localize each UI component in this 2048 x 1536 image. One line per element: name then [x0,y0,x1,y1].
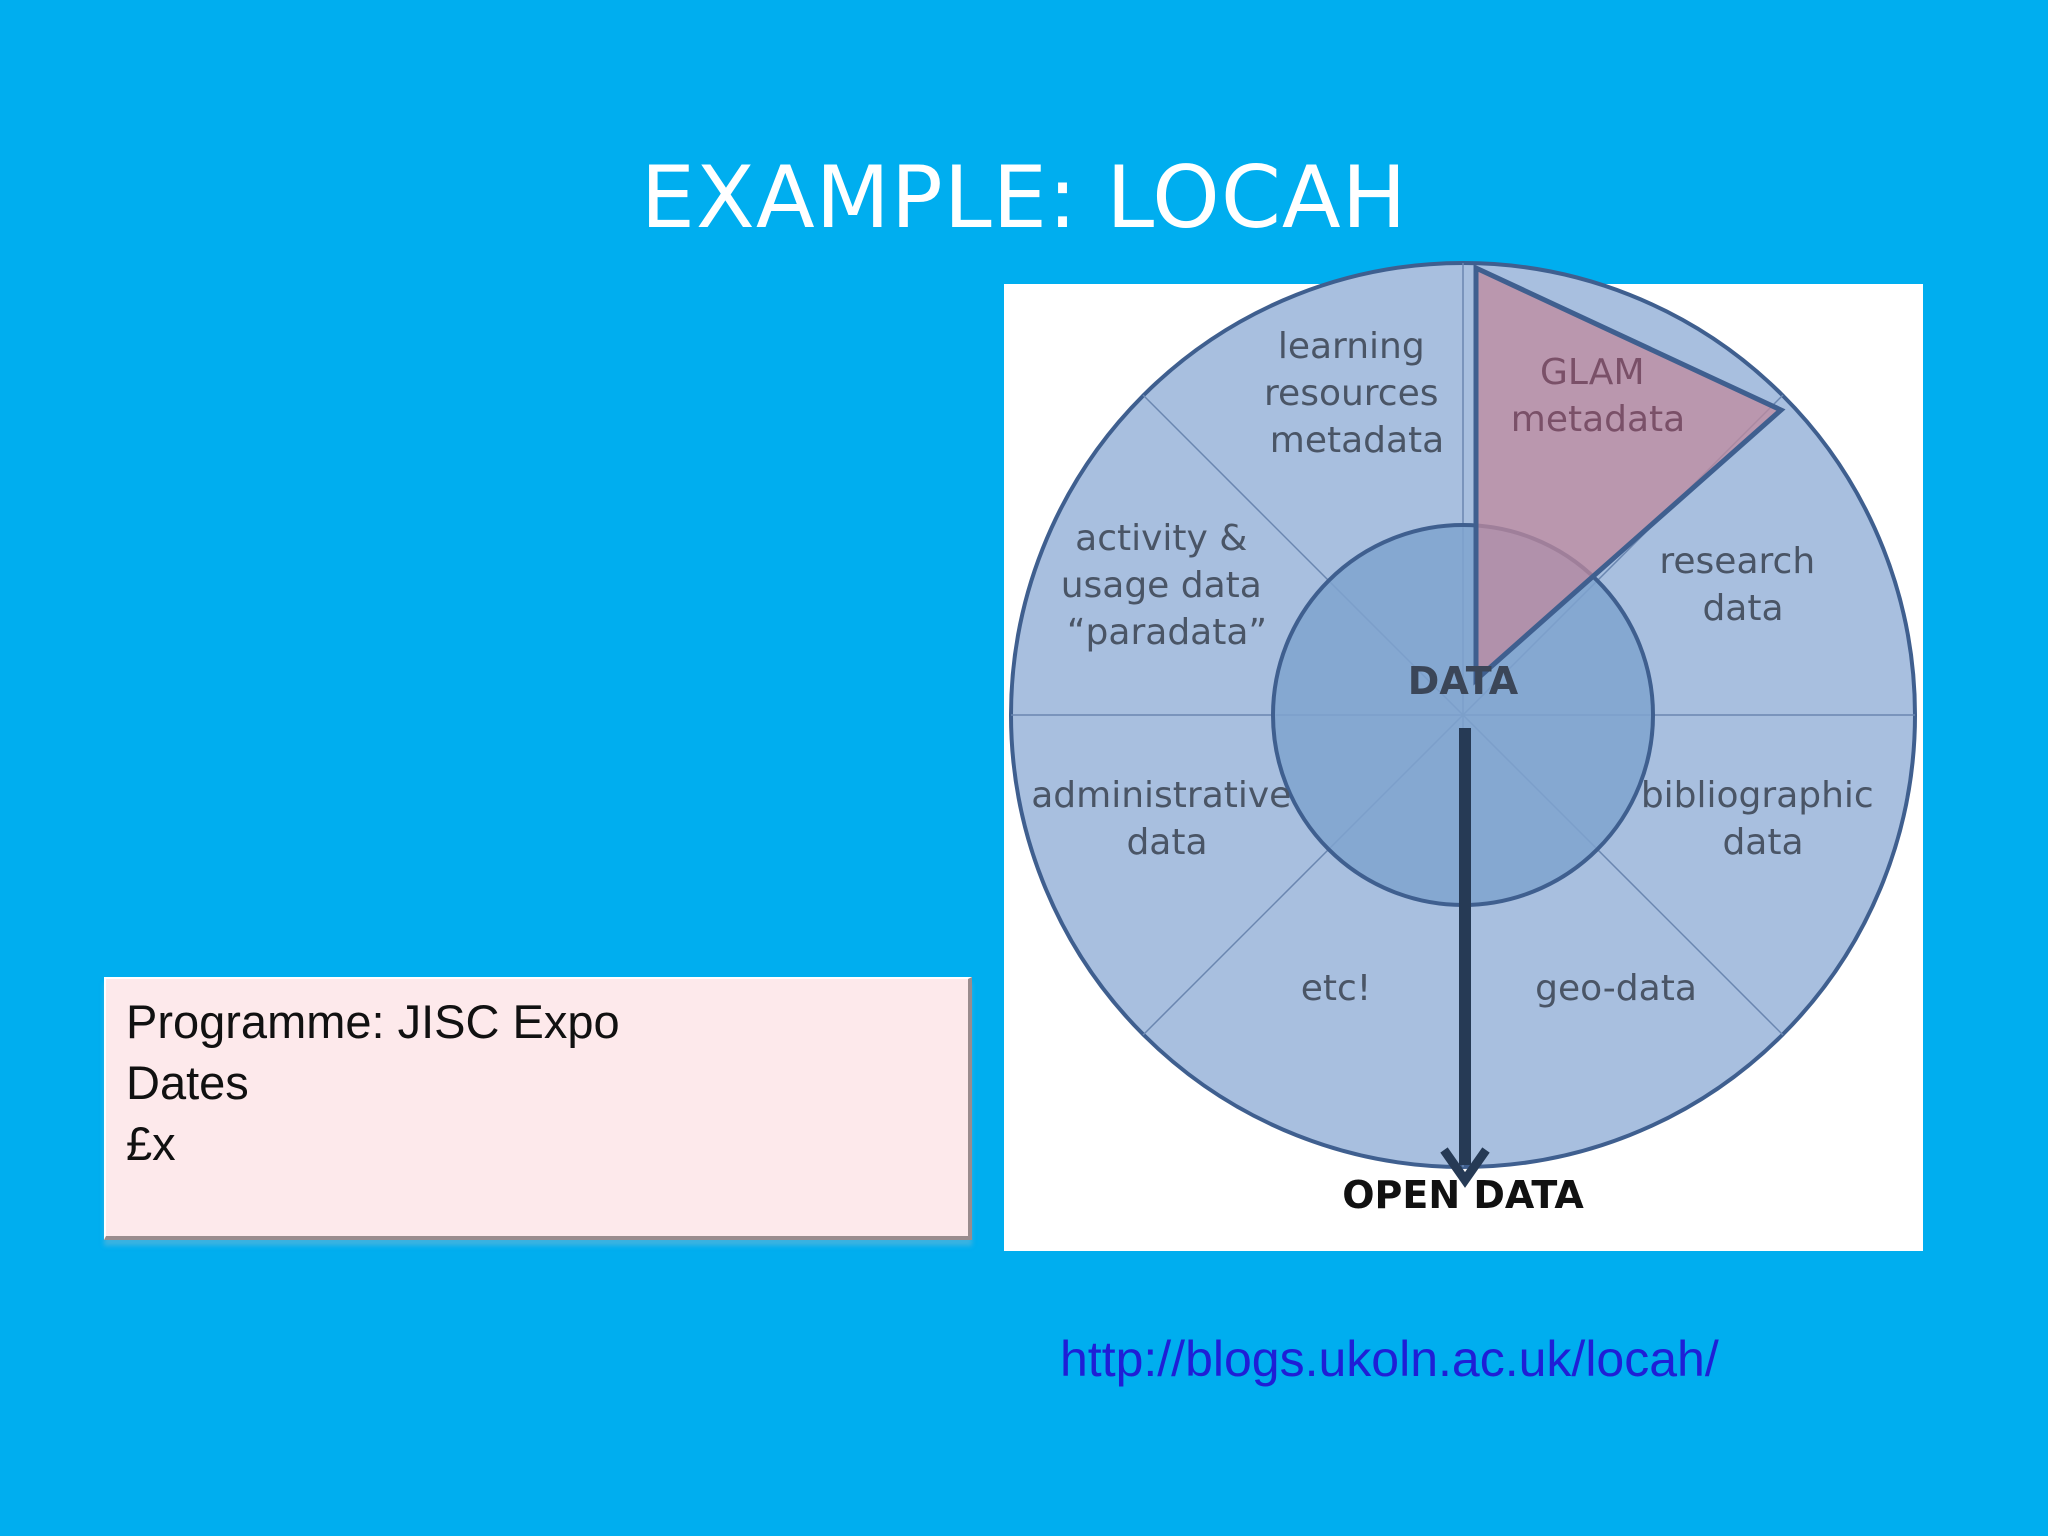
segment-line: “paradata” [1067,612,1267,653]
segment-line: bibliographic [1641,775,1874,816]
segment-label-bibliographic: bibliographic data [1641,775,1885,863]
segment-line: geo-data [1535,968,1697,1009]
data-center-label: DATA [1408,659,1519,703]
segment-label-paradata: activity & usage data “paradata” [1061,518,1274,653]
cost-line: £x [126,1117,176,1170]
segment-line: data [1722,822,1803,863]
segment-label-etc: etc! [1301,968,1372,1009]
segment-line: activity & [1075,518,1247,559]
glam-highlight-wedge [1473,264,1786,686]
segment-label-geo: geo-data [1535,968,1697,1009]
segment-line: administrative [1031,775,1291,816]
segment-label-research: research data [1659,541,1826,629]
segment-line: data [1126,822,1207,863]
segment-label-administrative: administrative data [1031,775,1303,863]
segment-line: data [1702,588,1783,629]
segment-line: etc! [1301,968,1372,1009]
segment-label-glam: GLAM metadata [1511,352,1685,440]
source-link[interactable]: http://blogs.ukoln.ac.uk/locah/ [1060,1331,1719,1387]
segment-label-learning-resources: learning resources metadata [1264,326,1450,461]
open-data-label: OPEN DATA [1342,1173,1584,1217]
programme-info-box: Programme: JISC Expo Dates £x [104,977,972,1240]
segment-line: GLAM [1540,352,1644,393]
segment-line: resources [1264,373,1438,414]
segment-line: metadata [1270,420,1444,461]
dates-line: Dates [126,1056,249,1109]
segment-line: usage data [1061,565,1262,606]
down-arrow-icon [1440,728,1490,1188]
slide-title: EXAMPLE: LOCAH [640,148,1408,248]
open-data-diagram: learning resources metadata GLAM metadat… [1009,261,1917,1217]
segment-line: research [1659,541,1815,582]
segment-line: metadata [1511,399,1685,440]
segment-line: learning [1278,326,1425,367]
programme-line: Programme: JISC Expo [126,995,620,1048]
